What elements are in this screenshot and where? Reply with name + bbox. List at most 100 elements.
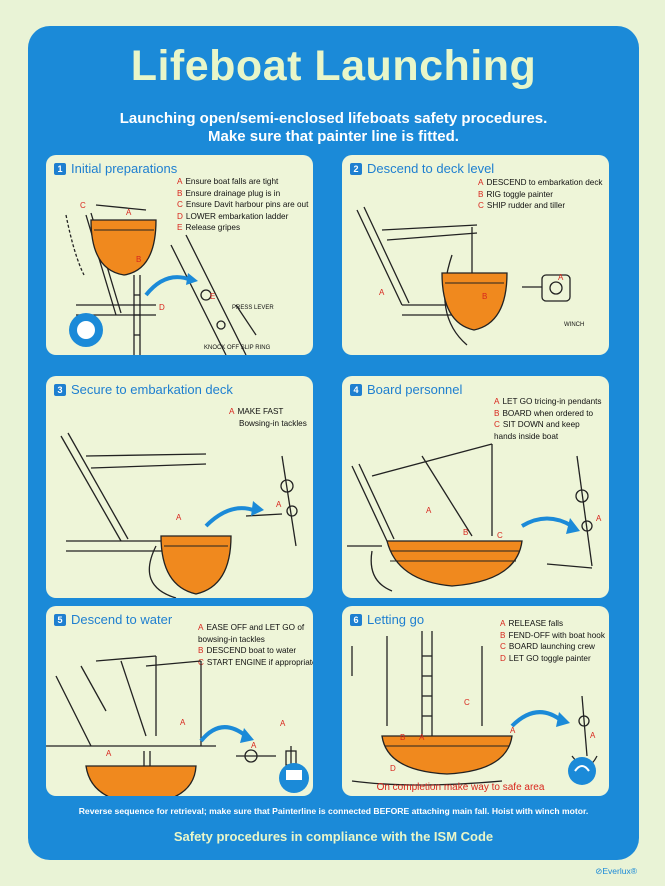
label-d: D (159, 303, 165, 312)
label-a: A (180, 718, 186, 727)
step-letter: B (177, 188, 183, 198)
label-a: A (276, 500, 282, 509)
step-letter: B (494, 408, 500, 418)
registered-icon: ® (630, 866, 637, 876)
step-letter: B (500, 630, 506, 640)
label-a: A (379, 288, 385, 297)
step-text: BOARD launching crew (508, 642, 595, 651)
panel-title-text: Board personnel (367, 382, 463, 397)
step-letter: A (177, 177, 183, 186)
panel-title-text: Initial preparations (71, 161, 178, 176)
brand-icon: ⊘ (595, 866, 603, 876)
label-c: C (464, 698, 470, 707)
step-number-badge: 3 (54, 384, 66, 396)
panel-title-text: Letting go (367, 612, 425, 627)
step-number-badge: 6 (350, 614, 362, 626)
label-a: A (251, 741, 257, 750)
label-a: A (558, 273, 564, 282)
step-letter: A (478, 178, 484, 187)
brand-name: Everlux (602, 866, 631, 876)
label-e: E (210, 292, 216, 301)
step-text: SHIP rudder and tiller (486, 201, 566, 210)
step-letter: C (478, 201, 484, 210)
step-text: LOWER embarkation ladder (185, 211, 289, 221)
subtitle-line-2: Make sure that painter line is fitted. (208, 128, 459, 145)
press-lever-label: PRESS LEVER (232, 305, 274, 311)
label-b: B (463, 528, 469, 537)
knock-off-label: KNOCK OFF SLIP RING (204, 345, 271, 351)
step-text: RELEASE falls (508, 619, 564, 628)
step-text: DESCEND boat to water (206, 646, 297, 655)
brand-logo: ⊘Everlux® (595, 866, 637, 877)
panel-title: 6 Letting go (350, 612, 424, 627)
footer-compliance: Safety procedures in compliance with the… (173, 829, 494, 844)
step-letter: C (177, 200, 183, 209)
davit-boat-illustration (347, 443, 593, 592)
step-number-badge: 5 (54, 614, 66, 626)
step-text: FEND-OFF with boat hook (508, 630, 605, 640)
step-letter: E (177, 223, 183, 232)
step-letter: A (229, 407, 235, 416)
poster-title: Lifeboat Launching (130, 42, 537, 90)
step-number-badge: 2 (350, 163, 362, 175)
step-letter: A (198, 623, 204, 632)
davit-boat-illustration (65, 204, 257, 355)
label-c: C (497, 531, 503, 540)
poster-subtitle: Launching open/semi-enclosed lifeboats s… (28, 110, 639, 146)
step-text: Ensure boat falls are tight (185, 177, 279, 186)
step-text: LET GO tricing-in pendants (502, 397, 602, 406)
step-text: Ensure Davit harbour pins are out (185, 200, 309, 209)
label-a: A (510, 726, 516, 735)
winch-label: WINCH (564, 322, 585, 328)
label-b: B (482, 292, 488, 301)
step-text: DESCEND to embarkation deck (486, 178, 603, 187)
label-a: A (596, 514, 602, 523)
label-a: A (426, 506, 432, 515)
label-d: D (390, 764, 396, 773)
label-a: A (176, 513, 182, 522)
label-a: A (106, 749, 112, 758)
panel-title-text: Descend to deck level (367, 161, 495, 176)
step-letter: C (500, 642, 506, 651)
letting-go-illustration (351, 631, 598, 786)
davit-boat-illustration (356, 206, 571, 346)
davit-boat-illustration (60, 432, 298, 598)
footer-retrieval-note: Reverse sequence for retrieval; make sur… (78, 806, 589, 816)
panel-title-text: Descend to water (71, 612, 173, 627)
step-letter: D (177, 211, 183, 221)
step-text: RIG toggle painter (486, 189, 553, 199)
step-text: SIT DOWN and keep hands inside boat (494, 420, 580, 441)
step-letter: A (494, 397, 500, 406)
step-text: MAKE FAST (237, 407, 284, 416)
step-letter: B (478, 189, 484, 199)
step-text: BOARD when ordered to (502, 408, 594, 418)
panel-title: 4 Board personnel (350, 382, 462, 397)
poster: Lifeboat Launching Launching open/semi-e… (28, 26, 639, 860)
step-text: Release gripes (185, 223, 241, 232)
step-number-badge: 4 (350, 384, 362, 396)
label-b: B (136, 255, 142, 264)
step-letter: B (198, 646, 204, 655)
